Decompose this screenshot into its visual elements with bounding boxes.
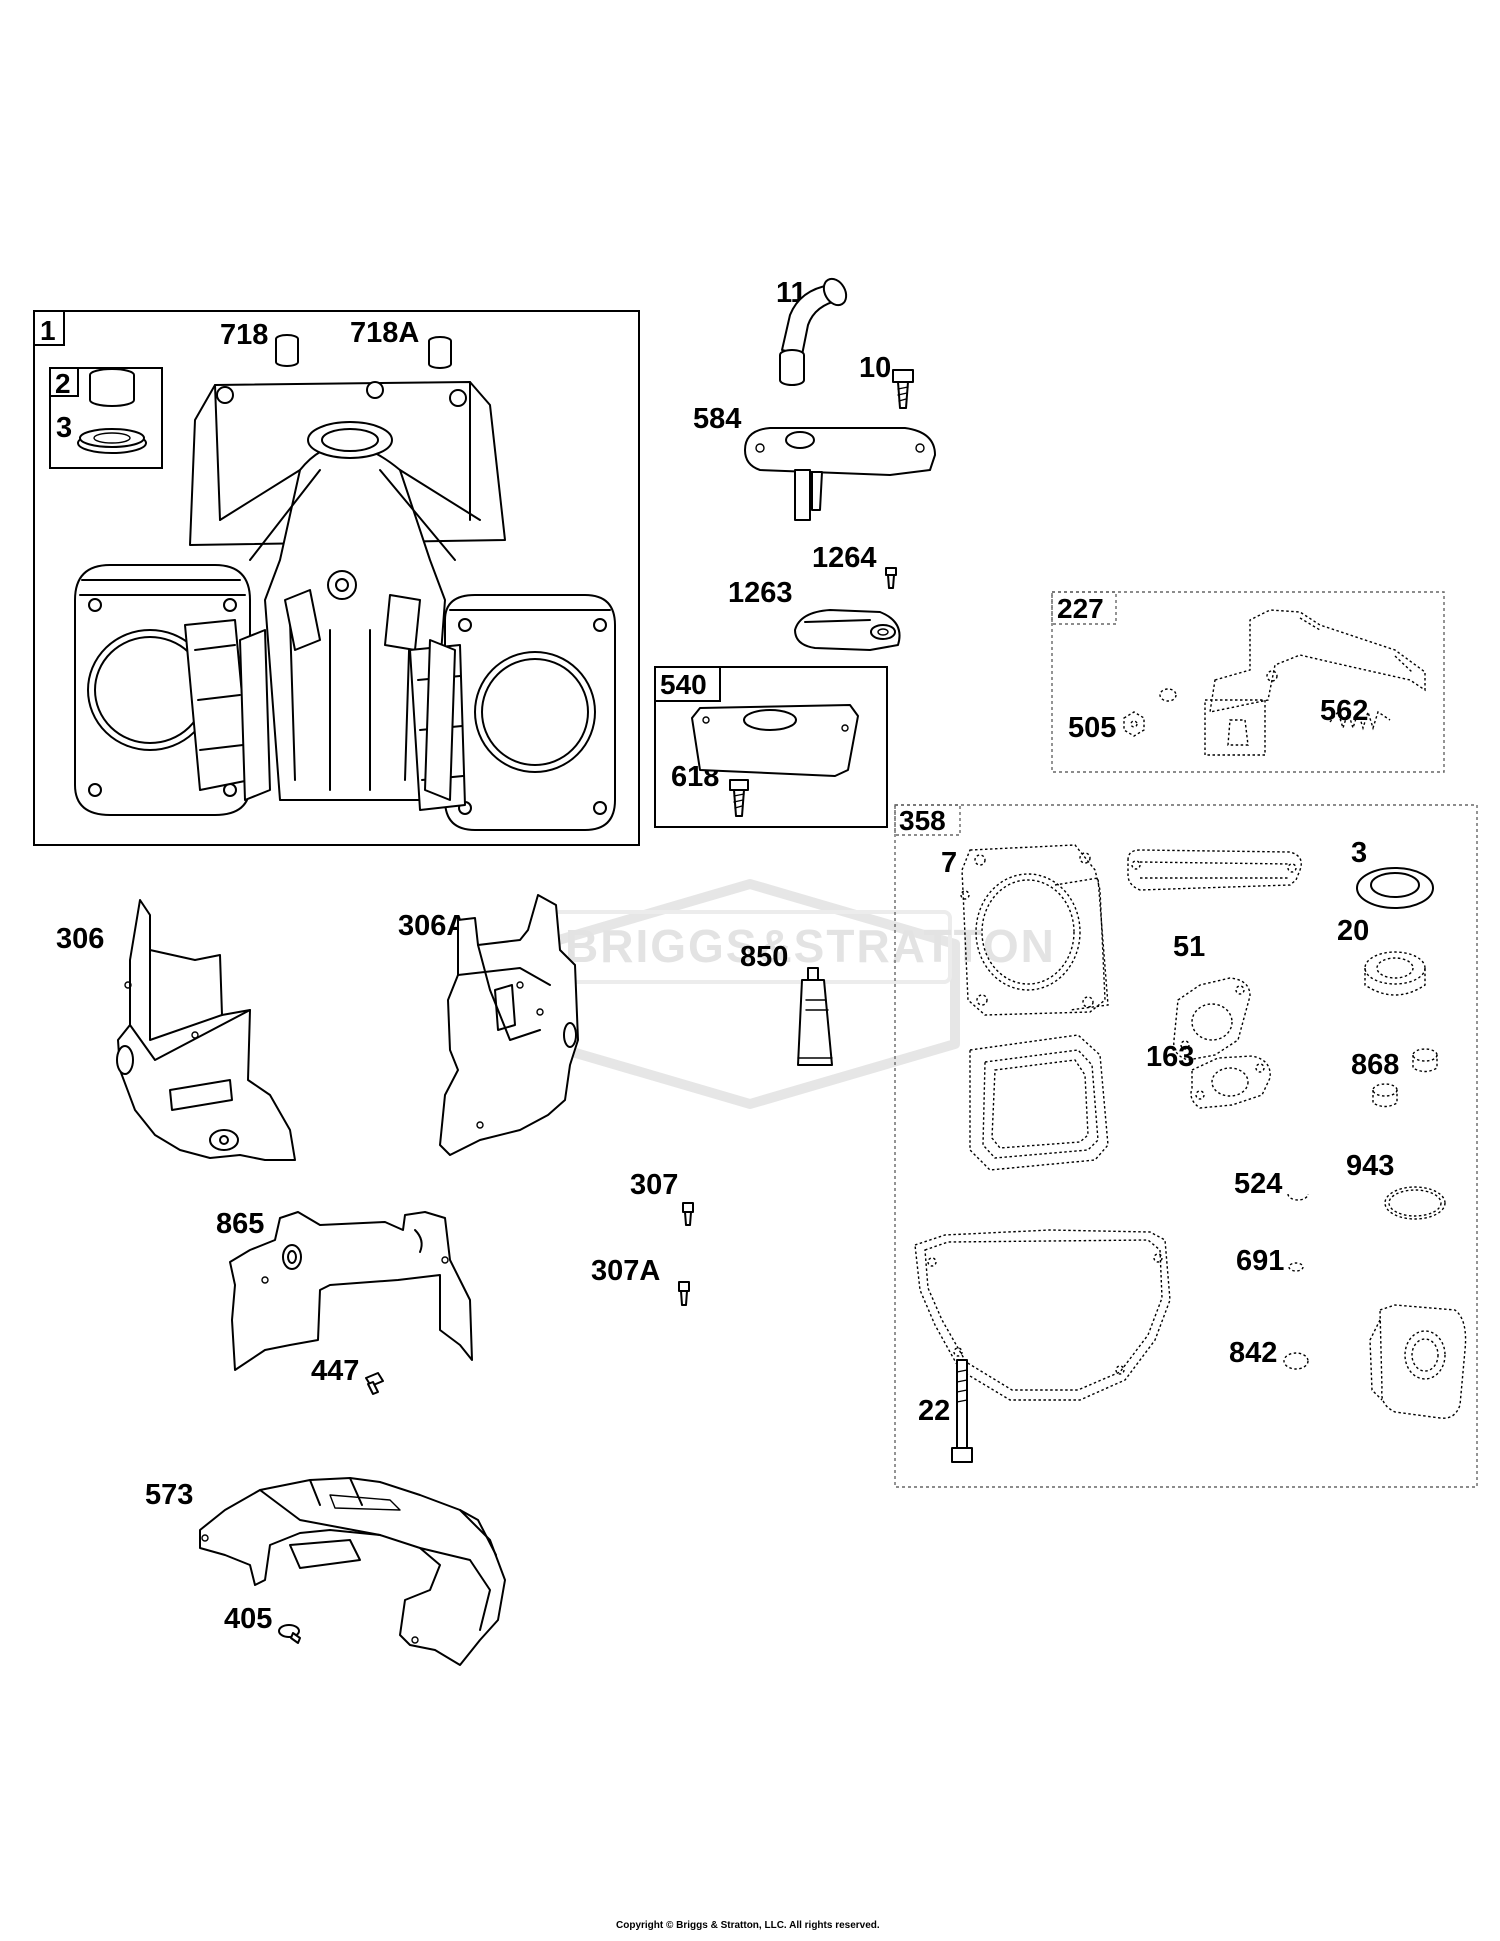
- label-842: 842: [1229, 1337, 1277, 1369]
- label-51: 51: [1173, 931, 1205, 963]
- watermark-text: BRIGGS&STRATTON: [565, 920, 1056, 972]
- label-307: 307: [630, 1169, 678, 1201]
- dowel-pin-718: [275, 334, 299, 367]
- label-1263: 1263: [728, 577, 793, 609]
- gasket-part-540: [691, 704, 859, 777]
- cylinder-block-part-1: [74, 381, 616, 831]
- valve-seal-part-868: [1372, 1048, 1438, 1108]
- label-2: 2: [55, 368, 71, 399]
- label-850: 850: [740, 941, 788, 973]
- clip-part-842: [1283, 1352, 1309, 1370]
- group-540-box: [654, 666, 888, 828]
- screw-part-307a: 307A: [591, 1255, 690, 1306]
- label-405: 405: [224, 1603, 272, 1635]
- dowel-pin-718a: [428, 336, 452, 369]
- valve-cover-gasket: [1127, 849, 1302, 891]
- bushing-part-2: [89, 368, 135, 407]
- label-447: 447: [311, 1355, 359, 1387]
- label-691: 691: [1236, 1245, 1284, 1277]
- breather-plate-part-584: [744, 427, 936, 521]
- group-1-tag: [33, 310, 65, 346]
- group-227-box: [1051, 591, 1445, 773]
- blower-housing-part-573: 573: [145, 1477, 506, 1666]
- sealant-tube-part-850: 850: [740, 941, 833, 1066]
- label-358: 358: [899, 805, 946, 836]
- label-584: 584: [693, 403, 741, 435]
- intake-gasket-part-51: [1173, 977, 1251, 1061]
- gasket-part-163: [1190, 1055, 1271, 1109]
- label-227: 227: [1057, 593, 1104, 624]
- seal-part-20: [1364, 951, 1426, 996]
- bolt-part-22: [951, 1359, 973, 1463]
- group-358-box: [894, 804, 1478, 1488]
- group-358-tag: [894, 804, 961, 836]
- screw-part-10: [892, 369, 914, 409]
- label-306a: 306A: [398, 910, 467, 942]
- nut-part-505: [1123, 711, 1145, 737]
- label-943: 943: [1346, 1150, 1394, 1182]
- screw-part-618: [729, 779, 749, 817]
- intake-adapter: [1369, 1304, 1467, 1419]
- label-573: 573: [145, 1479, 193, 1511]
- label-718: 718: [220, 319, 268, 351]
- clip-part-524: [1287, 1193, 1309, 1201]
- label-718a: 718A: [350, 317, 419, 349]
- group-358-gasket-set: 358 7 3 20 51 163 868 524 943 691 842 22: [894, 804, 1478, 1488]
- breather-tube-part-11: [779, 277, 848, 386]
- label-20: 20: [1337, 915, 1369, 947]
- shield-part-865: 865: [216, 1208, 473, 1371]
- washer-part-691: [1288, 1262, 1304, 1272]
- group-227: 227 505 562: [1051, 591, 1445, 773]
- screw-part-1264: [885, 567, 897, 589]
- label-1: 1: [40, 315, 56, 346]
- reed-part-1263: [794, 609, 901, 651]
- label-7: 7: [941, 847, 957, 879]
- label-10: 10: [859, 352, 891, 384]
- reed-valve-assembly: 1264 1263: [728, 542, 901, 651]
- group-227-tag: [1051, 591, 1117, 625]
- o-ring-part-943: [1384, 1186, 1446, 1220]
- governor-lever-part-227: [1159, 609, 1426, 756]
- label-163: 163: [1146, 1041, 1194, 1073]
- group-2-tag: [49, 367, 79, 397]
- group-1-box: [33, 310, 640, 846]
- label-22: 22: [918, 1395, 950, 1427]
- label-3: 3: [56, 412, 72, 444]
- label-505: 505: [1068, 712, 1116, 744]
- label-3b: 3: [1351, 837, 1367, 869]
- air-guide-part-306a: 306A: [398, 894, 579, 1156]
- head-gasket-part-7: [960, 844, 1109, 1016]
- crankcase-gasket: [914, 1229, 1171, 1401]
- gasket-rocker-base: [969, 1034, 1109, 1171]
- label-865: 865: [216, 1208, 264, 1240]
- air-guide-part-306: 306: [56, 899, 296, 1161]
- screw-part-405: 405: [224, 1603, 301, 1644]
- breather-assembly: 11 10 584: [693, 277, 936, 521]
- spring-part-562: [1329, 709, 1391, 731]
- label-1264: 1264: [812, 542, 877, 574]
- seal-part-3-kit: [1356, 867, 1434, 909]
- screw-part-447: 447: [311, 1355, 384, 1395]
- seal-part-3: [77, 428, 147, 454]
- group-2-box: [49, 367, 163, 469]
- label-306: 306: [56, 923, 104, 955]
- label-868: 868: [1351, 1049, 1399, 1081]
- label-562: 562: [1320, 695, 1368, 727]
- label-307a: 307A: [591, 1255, 660, 1287]
- screw-part-307: 307: [630, 1169, 694, 1226]
- group-540-tag: [654, 666, 721, 702]
- label-540: 540: [660, 669, 707, 700]
- group-540: 540 618: [654, 666, 888, 828]
- group-1-cylinder: 1 718 718A 2 3: [33, 310, 640, 846]
- label-524: 524: [1234, 1168, 1282, 1200]
- copyright-notice: Copyright © Briggs & Stratton, LLC. All …: [616, 1920, 880, 1931]
